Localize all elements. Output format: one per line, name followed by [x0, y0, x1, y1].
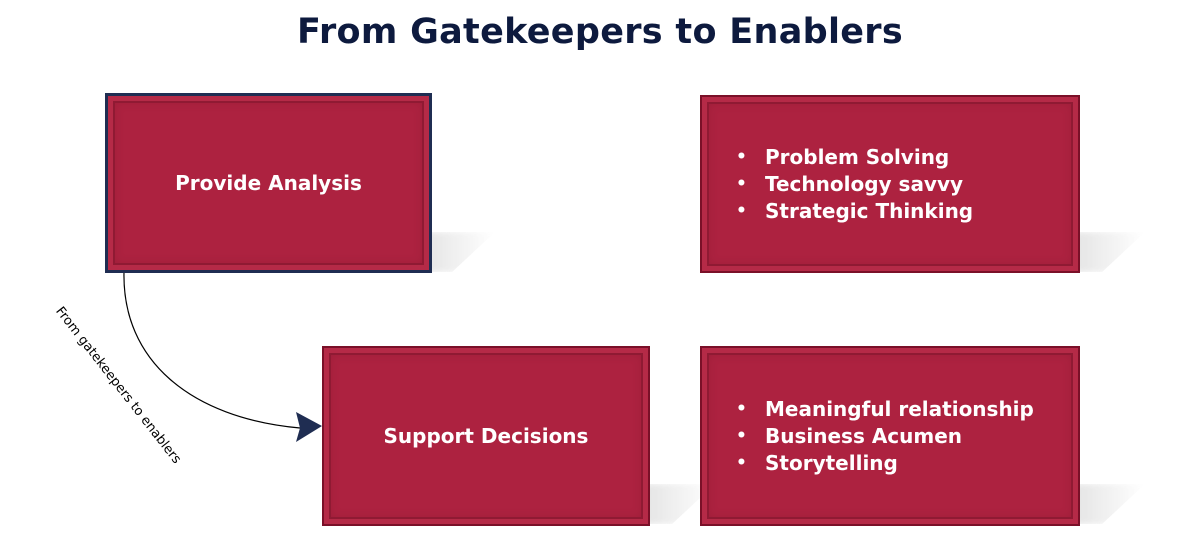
connector-curve [123, 271, 301, 429]
skills-top-list: Problem Solving Technology savvy Strateg… [702, 144, 973, 225]
arrowhead-icon [296, 412, 322, 442]
list-item: Storytelling [736, 450, 1034, 477]
provide-analysis-box: Provide Analysis [105, 93, 432, 273]
list-item: Business Acumen [736, 423, 1034, 450]
list-item: Problem Solving [736, 144, 973, 171]
list-item: Meaningful relationship [736, 396, 1034, 423]
support-decisions-box: Support Decisions [322, 346, 650, 526]
skills-top-box: Problem Solving Technology savvy Strateg… [700, 95, 1080, 273]
skills-bottom-list: Meaningful relationship Business Acumen … [702, 396, 1034, 477]
page-title: From Gatekeepers to Enablers [296, 12, 903, 52]
provide-analysis-label: Provide Analysis [175, 171, 362, 195]
skills-bottom-box: Meaningful relationship Business Acumen … [700, 346, 1080, 526]
list-item: Strategic Thinking [736, 198, 973, 225]
support-decisions-label: Support Decisions [383, 424, 589, 448]
list-item: Technology savvy [736, 171, 973, 198]
